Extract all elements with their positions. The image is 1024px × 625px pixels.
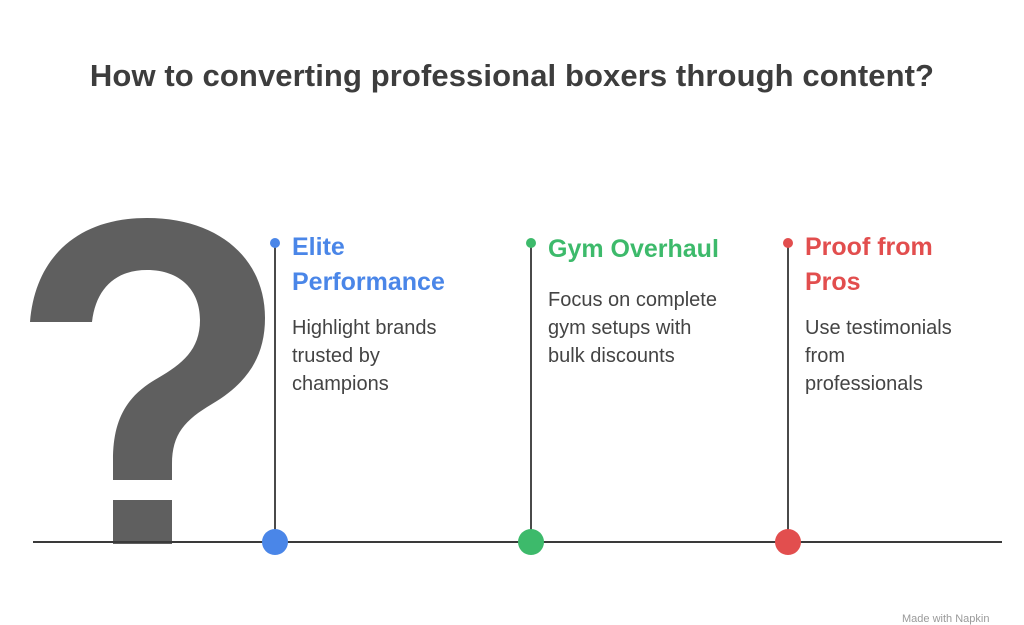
item-description: Focus on complete gym setups with bulk d… — [548, 289, 717, 367]
item-heading: Gym Overhaul — [548, 235, 719, 263]
item-top-dot — [270, 238, 280, 248]
item-bottom-dot — [262, 529, 288, 555]
item-description: Use testimonials from professionals — [805, 317, 952, 395]
item-bottom-dot — [775, 529, 801, 555]
item-heading: Elite Performance — [292, 233, 445, 296]
made-with-footer: Made with Napkin — [902, 613, 990, 625]
item-stem — [274, 243, 276, 541]
item-heading: Proof from Pros — [805, 233, 933, 296]
item-stem — [787, 243, 789, 541]
item-top-dot — [526, 238, 536, 248]
item-top-dot — [783, 238, 793, 248]
item-stem — [530, 243, 532, 541]
timeline-baseline — [33, 541, 1002, 543]
item-bottom-dot — [518, 529, 544, 555]
item-description: Highlight brands trusted by champions — [292, 317, 437, 395]
question-mark-icon — [30, 218, 265, 544]
page-title: How to converting professional boxers th… — [89, 58, 935, 93]
